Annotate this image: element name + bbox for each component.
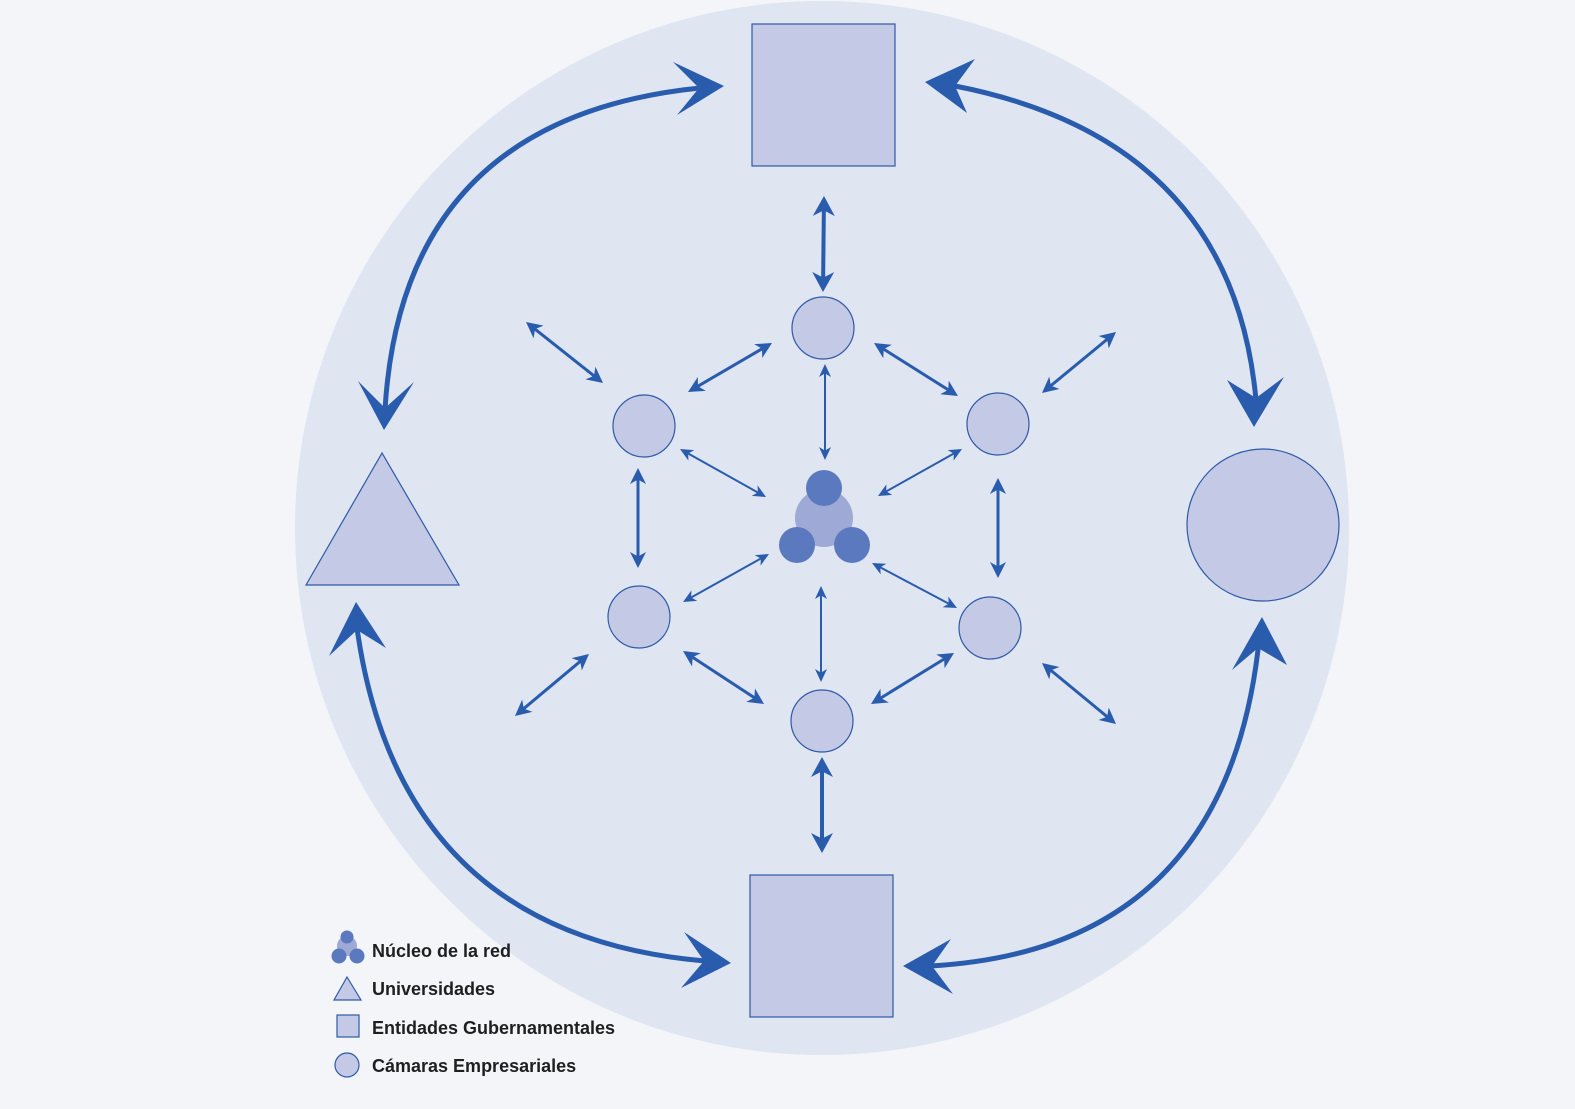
arrowhead <box>571 654 589 671</box>
inner-node-upper-left <box>612 394 676 458</box>
legend-square-icon <box>336 1014 360 1038</box>
arrow-shaft <box>1047 667 1111 720</box>
arrowhead <box>815 669 827 682</box>
arrow-shaft <box>877 656 948 701</box>
arrowhead <box>754 554 769 566</box>
legend-label-universities: Universidades <box>372 979 495 999</box>
arrowhead <box>683 590 698 602</box>
arrowhead <box>872 563 887 575</box>
arrowhead <box>942 596 957 608</box>
arrowhead <box>1227 377 1284 427</box>
core-bottom-left <box>779 527 815 563</box>
arrowhead <box>878 484 893 496</box>
outer-arcs <box>354 83 1261 969</box>
inner-node-lower-right <box>958 596 1022 660</box>
arrowhead <box>1098 707 1116 724</box>
arrow-shaft <box>880 346 952 393</box>
arrow-shaft <box>821 205 826 283</box>
arrowhead <box>1098 332 1116 349</box>
arrowhead <box>925 59 975 113</box>
arrowhead <box>358 381 414 430</box>
arrow-shaft <box>1047 336 1111 389</box>
inner-ring <box>607 296 1030 753</box>
arrowhead <box>680 449 695 461</box>
legend-core-icon <box>331 930 365 964</box>
arrowhead <box>990 562 1006 578</box>
inner-node-lower-left <box>607 585 671 649</box>
inner-node-upper-right <box>966 392 1030 456</box>
legend-label-government: Entidades Gubernamentales <box>372 1018 615 1038</box>
arrowhead <box>874 343 892 359</box>
arc-right-bottom <box>927 647 1261 969</box>
arc-top-right <box>952 83 1259 403</box>
arrowhead <box>819 364 831 377</box>
arrowhead <box>681 932 731 988</box>
arrowhead <box>754 343 772 358</box>
arrowhead <box>940 380 958 396</box>
inner-arrows <box>515 196 1116 853</box>
business-chamber-node-large <box>1186 448 1340 602</box>
inner-node-top <box>791 296 855 360</box>
network-core <box>779 470 870 563</box>
arrowhead <box>585 366 603 383</box>
inner-node-bottom <box>790 689 854 753</box>
arrowhead <box>871 688 889 704</box>
arrow-shaft <box>694 346 766 389</box>
legend-label-chambers: Cámaras Empresariales <box>372 1056 576 1076</box>
legend: Núcleo de la red Universidades Entidades… <box>331 930 615 1078</box>
arrowhead <box>936 653 954 669</box>
arrow-shaft <box>532 326 597 379</box>
arc-left-top <box>382 85 703 413</box>
arrowhead <box>990 478 1006 494</box>
arrowhead <box>688 377 706 392</box>
arrowhead <box>526 322 544 339</box>
arrowhead <box>819 447 831 460</box>
arrowhead <box>630 468 646 484</box>
arc-bottom-left <box>354 625 708 964</box>
arrowhead <box>329 602 386 656</box>
arrowhead <box>751 485 766 497</box>
arrowhead <box>903 939 953 994</box>
arrow-shaft <box>877 565 952 606</box>
legend-circle-icon <box>334 1052 360 1078</box>
arrowhead <box>1042 376 1060 393</box>
legend-label-core: Núcleo de la red <box>372 941 511 961</box>
legend-triangle-icon <box>332 975 363 1001</box>
arrowhead <box>811 833 833 853</box>
arrowhead <box>515 699 533 716</box>
arrowhead <box>947 449 962 461</box>
arrowhead <box>1232 617 1287 670</box>
arrow-shaft <box>688 556 764 600</box>
arrowhead <box>683 651 701 667</box>
arrowhead <box>812 196 835 217</box>
arrow-shaft <box>883 451 957 494</box>
core-top <box>806 470 842 506</box>
arrow-shaft <box>520 658 584 712</box>
outer-arc-arrowheads <box>329 59 1287 994</box>
arrowhead <box>812 271 835 292</box>
arrowhead <box>746 688 764 704</box>
arrow-shaft <box>685 451 761 495</box>
arrow-shaft <box>689 654 758 701</box>
arrowhead <box>1042 663 1060 680</box>
university-node <box>304 451 461 586</box>
government-node-top <box>751 23 896 167</box>
arrowhead <box>815 586 827 599</box>
arrowhead <box>630 552 646 568</box>
arrowhead <box>673 62 724 115</box>
core-bottom-right <box>834 527 870 563</box>
arrowhead <box>811 757 833 777</box>
government-node-bottom <box>749 874 894 1018</box>
